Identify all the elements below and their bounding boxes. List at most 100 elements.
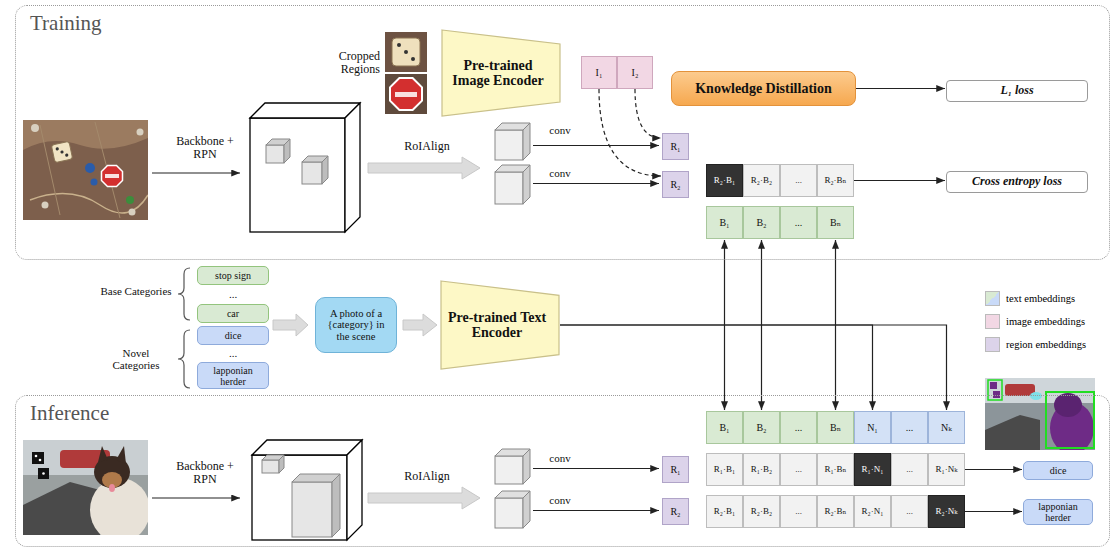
text-embedding-cell: ... xyxy=(780,206,817,239)
node-text: R₂·Bₙ xyxy=(824,507,846,517)
node-text: R₂·N₁ xyxy=(862,507,884,517)
category-pill: dice xyxy=(197,326,269,345)
roi-cubes xyxy=(495,449,530,528)
node-text: B₁ xyxy=(719,217,729,228)
node-text: dice xyxy=(225,330,242,341)
similarity-cell: ... xyxy=(780,164,817,197)
similarity-cell: R₁·Nₖ xyxy=(928,453,965,486)
legend-swatch xyxy=(985,291,1000,306)
arrow-connector xyxy=(599,89,661,176)
board-photo xyxy=(23,120,148,220)
node-text: lapponian herder xyxy=(200,365,266,387)
similarity-cell: R₂·Bₙ xyxy=(817,164,854,197)
node-text: Pre-trained Text Encoder xyxy=(446,310,548,341)
node-text: R₂·B₁ xyxy=(714,176,735,186)
node-text: ... xyxy=(906,465,913,475)
distillation-box: Knowledge Distillation xyxy=(671,71,856,106)
novel-embedding-cell: Nₖ xyxy=(928,411,965,444)
brace xyxy=(178,268,190,388)
region-embedding-cell: R₁ xyxy=(662,133,689,160)
node-text: R₂·Bₙ xyxy=(824,176,846,186)
node-text: B₂ xyxy=(756,422,766,433)
node-text: ... xyxy=(795,217,803,228)
annotation-label: RoIAlign xyxy=(392,140,462,153)
legend-text: image embeddings xyxy=(1006,316,1085,328)
similarity-cell: R₂·B₁ xyxy=(706,164,743,197)
arrow-connector xyxy=(635,89,661,138)
panel-heading: Inference xyxy=(30,402,109,425)
node-text: R₁·N₁ xyxy=(862,465,884,475)
node-text: A photo of a {category} in the scene xyxy=(325,308,387,343)
node-text: R₁ xyxy=(670,141,680,152)
node-text: R₂·B₂ xyxy=(751,176,772,186)
similarity-cell: R₁·N₁ xyxy=(854,453,891,486)
node-text: R₁·Nₖ xyxy=(936,465,958,475)
node-text: Knowledge Distillation xyxy=(695,81,832,96)
node-text: dice xyxy=(1050,465,1067,476)
node-text: ... xyxy=(906,422,914,433)
novel-embedding-cell: ... xyxy=(891,411,928,444)
loss-box: L₁ loss xyxy=(946,80,1088,102)
node-text: R₂·B₂ xyxy=(751,507,772,517)
similarity-cell: ... xyxy=(780,495,817,528)
node-text: R₂·B₁ xyxy=(714,507,735,517)
annotation-label: Novel Categories xyxy=(100,347,172,371)
text-embedding-cell: B₂ xyxy=(743,411,780,444)
annotation-label: Backbone + RPN xyxy=(176,460,234,486)
text-embedding-cell: B₁ xyxy=(706,411,743,444)
node-text: R₁·Bₙ xyxy=(824,465,846,475)
node-text: car xyxy=(227,308,239,319)
annotation-label: conv xyxy=(540,494,580,506)
node-text: ... xyxy=(795,176,802,186)
prompt-box: A photo of a {category} in the scene xyxy=(315,297,397,353)
node-text: R₁·B₁ xyxy=(714,465,735,475)
text-embedding-cell: Bₙ xyxy=(817,206,854,239)
encoder-trapezoid: Pre-trained Text Encoder xyxy=(440,280,560,370)
similarity-cell: R₂·Bₙ xyxy=(817,495,854,528)
image-embedding-cell: I₂ xyxy=(617,56,653,89)
region-embedding-cell: R₂ xyxy=(662,171,689,198)
legend: text embeddings image embeddings region em… xyxy=(985,287,1086,356)
annotation-label: conv xyxy=(540,124,580,136)
legend-text: region embeddings xyxy=(1006,339,1086,351)
node-text: Bₙ xyxy=(830,422,841,433)
arrow-connector xyxy=(854,180,945,181)
node-text: B₂ xyxy=(756,217,766,228)
image-embedding-cell: I₁ xyxy=(581,56,617,89)
text-embedding-cell: ... xyxy=(780,411,817,444)
node-text: I₁ xyxy=(596,67,603,78)
arrow-connector xyxy=(560,325,947,410)
arrow-connector xyxy=(856,88,945,89)
annotation-label: Backbone + RPN xyxy=(176,135,234,161)
proposal-cubes xyxy=(262,455,340,537)
node-text: ... xyxy=(795,507,802,517)
node-text: L₁ loss xyxy=(1000,84,1033,97)
node-text: ... xyxy=(906,507,913,517)
category-pill: stop sign xyxy=(197,266,269,285)
car-photo xyxy=(23,440,148,535)
category-pill: lapponian herder xyxy=(1023,499,1093,525)
node-text: stop sign xyxy=(215,270,251,281)
similarity-cell: ... xyxy=(891,495,928,528)
similarity-cell: R₁·B₁ xyxy=(706,453,743,486)
roi-cubes xyxy=(495,123,530,204)
text-embedding-cell: Bₙ xyxy=(817,411,854,444)
annotation-label: Cropped Regions xyxy=(318,50,380,76)
annotation-label: Base Categories xyxy=(100,285,172,297)
feature-cube xyxy=(250,103,360,232)
similarity-cell: R₂·Nₖ xyxy=(928,495,965,528)
category-pill: dice xyxy=(1023,461,1093,480)
proposal-cubes xyxy=(266,139,328,184)
annotation-label: ... xyxy=(215,288,251,300)
node-text: Cross entropy loss xyxy=(972,175,1062,188)
region-embedding-cell: R₁ xyxy=(662,456,689,483)
annotation-label: ... xyxy=(215,347,251,359)
category-pill: lapponian herder xyxy=(197,362,269,389)
legend-text: text embeddings xyxy=(1006,293,1075,305)
node-text: B₁ xyxy=(719,422,729,433)
similarity-cell: R₂·B₁ xyxy=(706,495,743,528)
node-text: Pre-trained Image Encoder xyxy=(447,58,549,89)
node-text: N₁ xyxy=(867,422,878,433)
node-text: R₂ xyxy=(670,179,680,190)
legend-row: region embeddings xyxy=(985,333,1086,356)
